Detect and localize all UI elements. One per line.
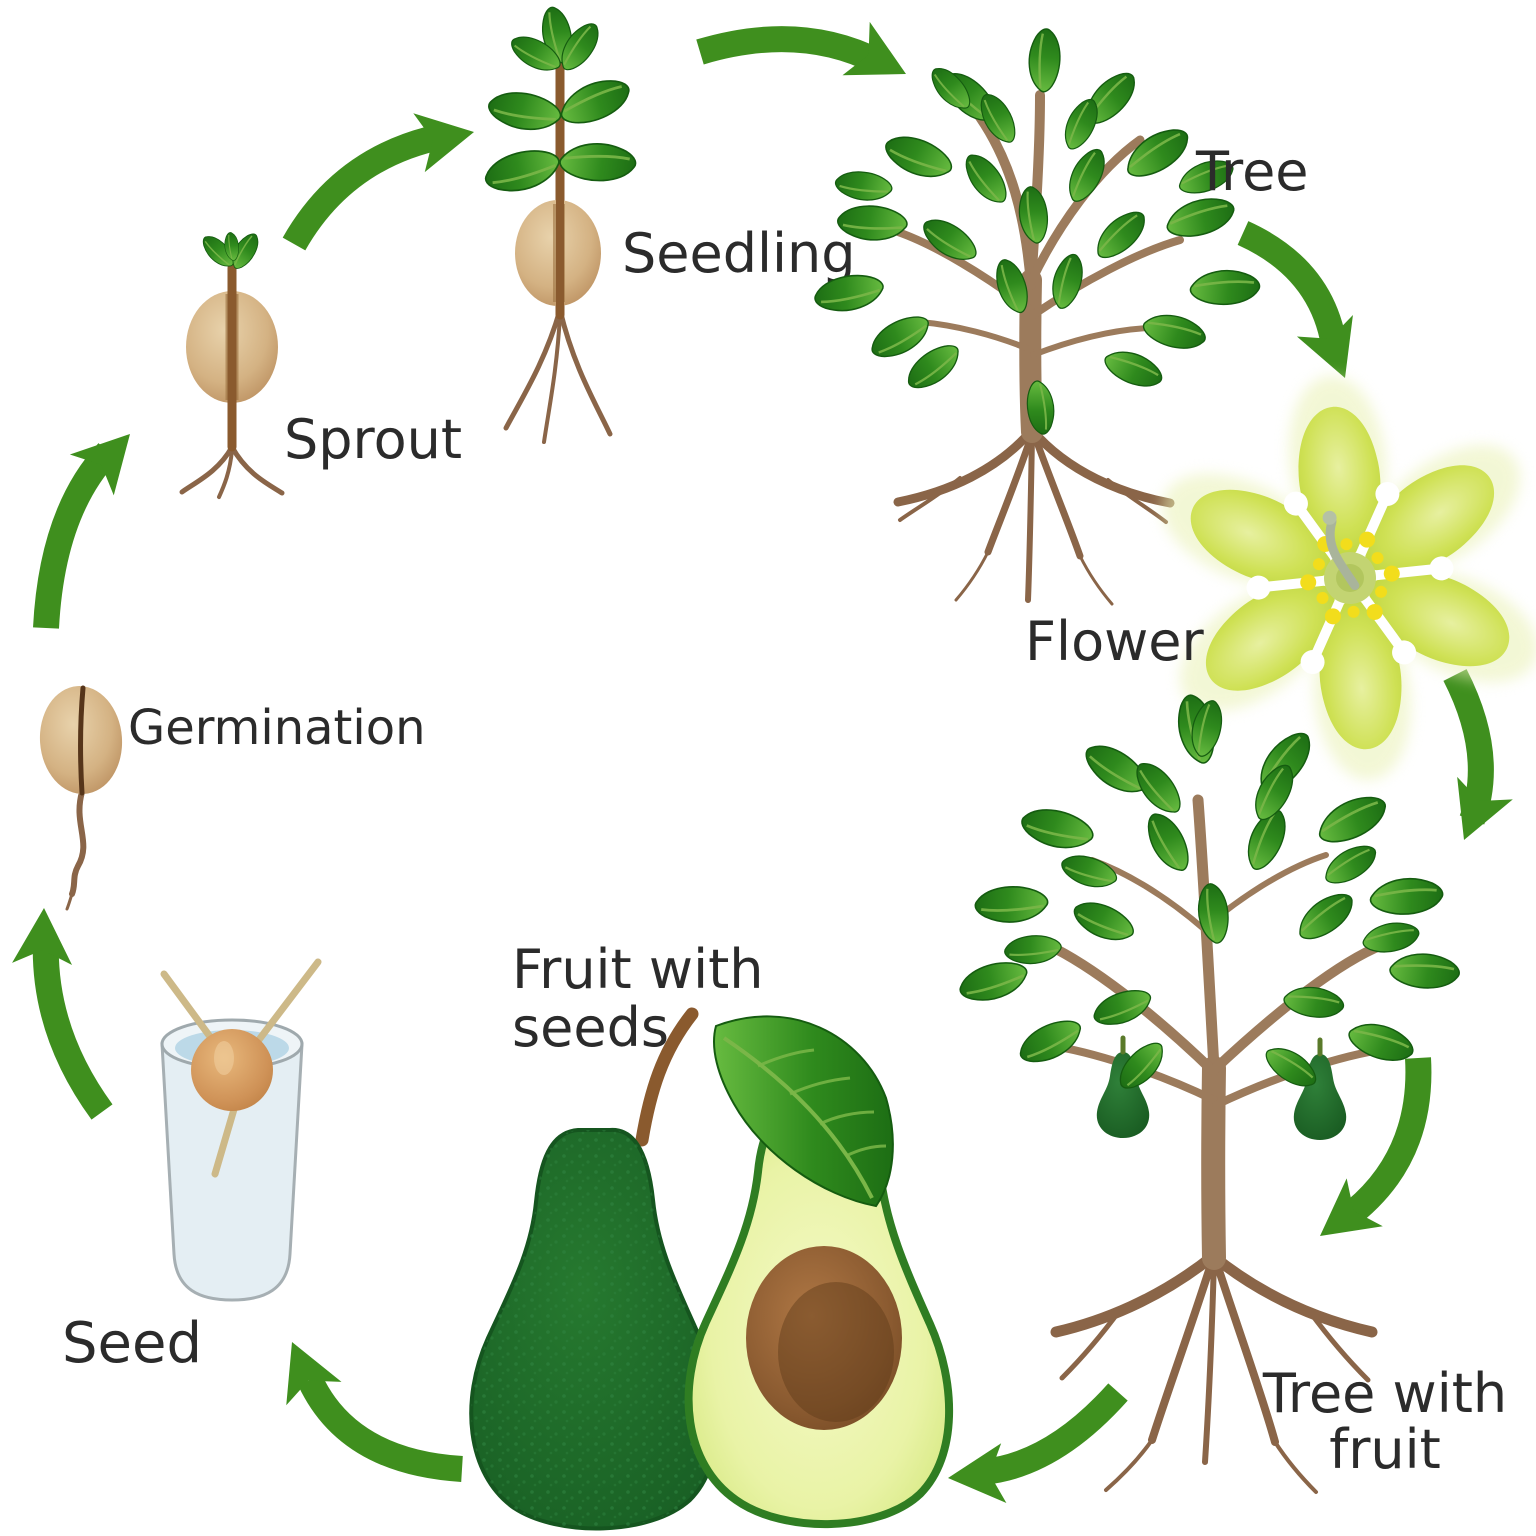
stage-germination: Germination (39, 685, 426, 911)
cycle-arrows (12, 21, 1513, 1504)
seedling-roots (503, 307, 613, 444)
whole-avocado (469, 1127, 720, 1531)
arrow-germination-to-sprout (33, 434, 130, 629)
fruit-with-seeds-label-line1: Fruit with (512, 938, 763, 1001)
tree-with-fruit-roots (1050, 1250, 1378, 1494)
flower-label: Flower (1025, 610, 1204, 673)
tree-with-fruit-trunk (1201, 1056, 1226, 1270)
stage-seed: Seed (62, 958, 322, 1376)
arrow-tree-with-fruit-to-fruit (1320, 1057, 1432, 1236)
arrow-seedling-to-tree (696, 21, 906, 76)
arrow-sprout-to-seedling (282, 113, 474, 251)
tree-with-fruit-label-line2: fruit (1329, 1418, 1441, 1481)
stage-seedling: Seedling (481, 4, 856, 444)
stage-sprout: Sprout (179, 229, 462, 499)
stage-flower (1145, 371, 1536, 785)
tree-with-fruit-label-line1: Tree with (1262, 1362, 1507, 1425)
avocado-leaf (713, 1015, 894, 1208)
stage-tree-with-fruit: Tree with fruit (955, 692, 1507, 1494)
seedling-label: Seedling (622, 222, 856, 285)
flower-stamens (1246, 481, 1454, 675)
germination-root-tip (65, 892, 74, 911)
pit-highlight (214, 1041, 234, 1075)
sprout-label: Sprout (284, 408, 462, 471)
fruit-with-seeds-label-line2: seeds (512, 996, 669, 1059)
stage-tree: Tree (812, 25, 1309, 606)
germination-label: Germination (128, 700, 426, 756)
tree-with-fruit-branches (1034, 794, 1399, 1109)
stage-fruit-with-seeds: Fruit with seeds (469, 938, 953, 1531)
sprout-roots (179, 444, 285, 499)
seed-crack (78, 685, 86, 796)
hanging-avocado (1294, 1040, 1346, 1140)
arrow-tree-to-flower (1237, 221, 1353, 378)
germination-root (69, 789, 87, 897)
arrow-fruit-to-seed (286, 1342, 463, 1482)
flower-pistil (1325, 517, 1360, 591)
pistil-tip (1322, 510, 1337, 525)
arrow-seed-to-germination (12, 908, 113, 1120)
avocado-stem (635, 1007, 699, 1147)
tree-label: Tree (1195, 140, 1309, 203)
arrow-flower-to-tree-with-fruit (1443, 669, 1513, 840)
avocado-pit-half (746, 1246, 902, 1430)
pit-shadow (778, 1282, 894, 1422)
glass-of-water (160, 1042, 304, 1302)
tree-roots (893, 425, 1175, 606)
half-avocado (684, 1091, 953, 1529)
avocado-pit (191, 1029, 273, 1111)
seed-label: Seed (62, 1311, 202, 1376)
arrow-into-fruit-with-seeds (948, 1383, 1128, 1504)
